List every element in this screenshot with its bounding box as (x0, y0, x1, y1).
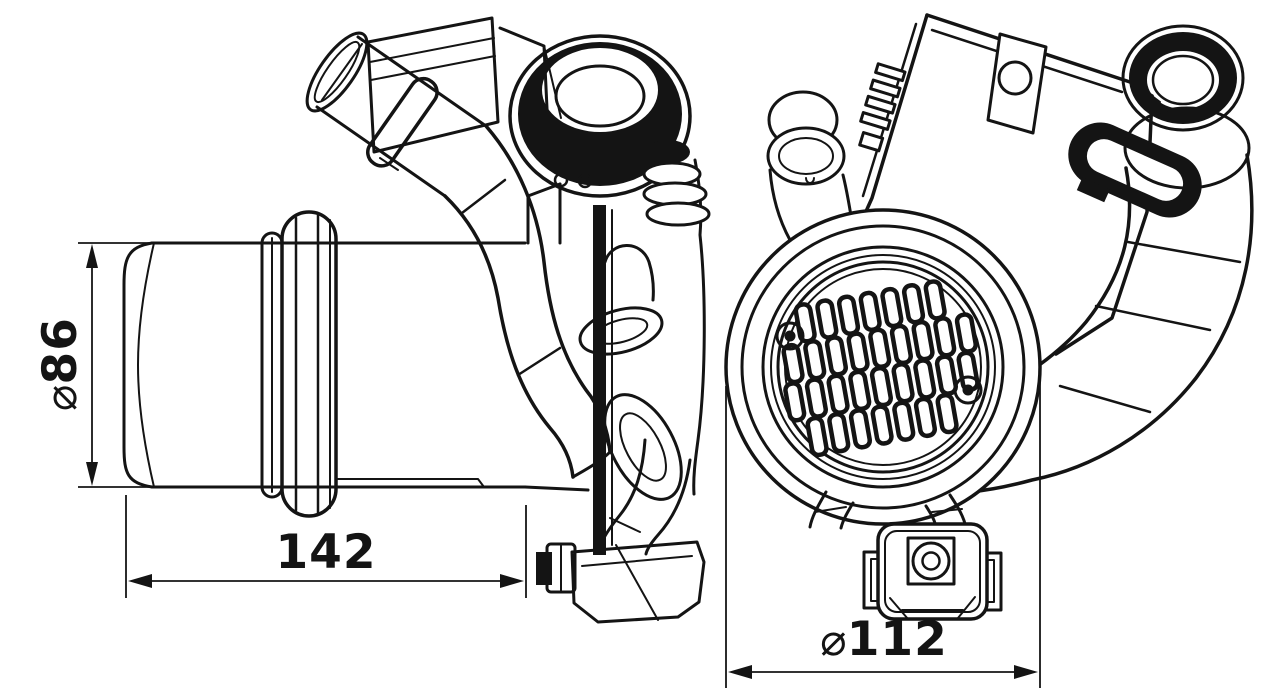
top-tab (986, 32, 1048, 135)
arrow-right (1014, 665, 1038, 679)
slot-grid (781, 279, 980, 458)
arrow-down (86, 462, 98, 486)
arrow-up (86, 244, 98, 268)
side-view (122, 16, 711, 624)
foot-struts (808, 490, 968, 530)
arrow-left (728, 665, 752, 679)
core-face (724, 208, 1042, 526)
elbow-ring (1121, 24, 1251, 190)
dim-label-length: 142 (275, 525, 376, 580)
dimension-right-diameter: ⌀112 (725, 378, 1041, 688)
dim-label-right-diameter: ⌀112 (820, 612, 948, 667)
slot-row-1 (793, 279, 947, 344)
face-bolt-right (953, 375, 983, 405)
canister-body (122, 241, 590, 492)
pipe-collar (366, 76, 439, 171)
mounting-foot (862, 522, 1003, 621)
arrow-left (128, 574, 152, 588)
clamp-collar (260, 231, 284, 499)
cooling-fins (858, 62, 907, 153)
side-foot (536, 540, 706, 624)
face-bolt-left (775, 321, 805, 351)
throttle-ring (508, 34, 692, 198)
arrow-right (500, 574, 524, 588)
dimension-left-diameter: ⌀86 (33, 242, 212, 488)
front-view (724, 13, 1254, 621)
sensor-stack (642, 140, 711, 227)
slot-row-4 (805, 392, 959, 458)
clamp-flange (280, 210, 338, 518)
left-pipe-stub (766, 90, 856, 242)
slot-row-3 (783, 350, 980, 423)
bracket-leg (601, 438, 692, 556)
dimensions: ⌀86 142 ⌀112 (33, 242, 1041, 688)
dim-label-left-diameter: ⌀86 (33, 317, 88, 411)
body-details (578, 205, 683, 555)
slot-row-2 (781, 312, 978, 385)
bolt-dots (553, 172, 593, 189)
dimension-length: 142 (125, 495, 527, 598)
inlet-pipe (305, 31, 488, 198)
